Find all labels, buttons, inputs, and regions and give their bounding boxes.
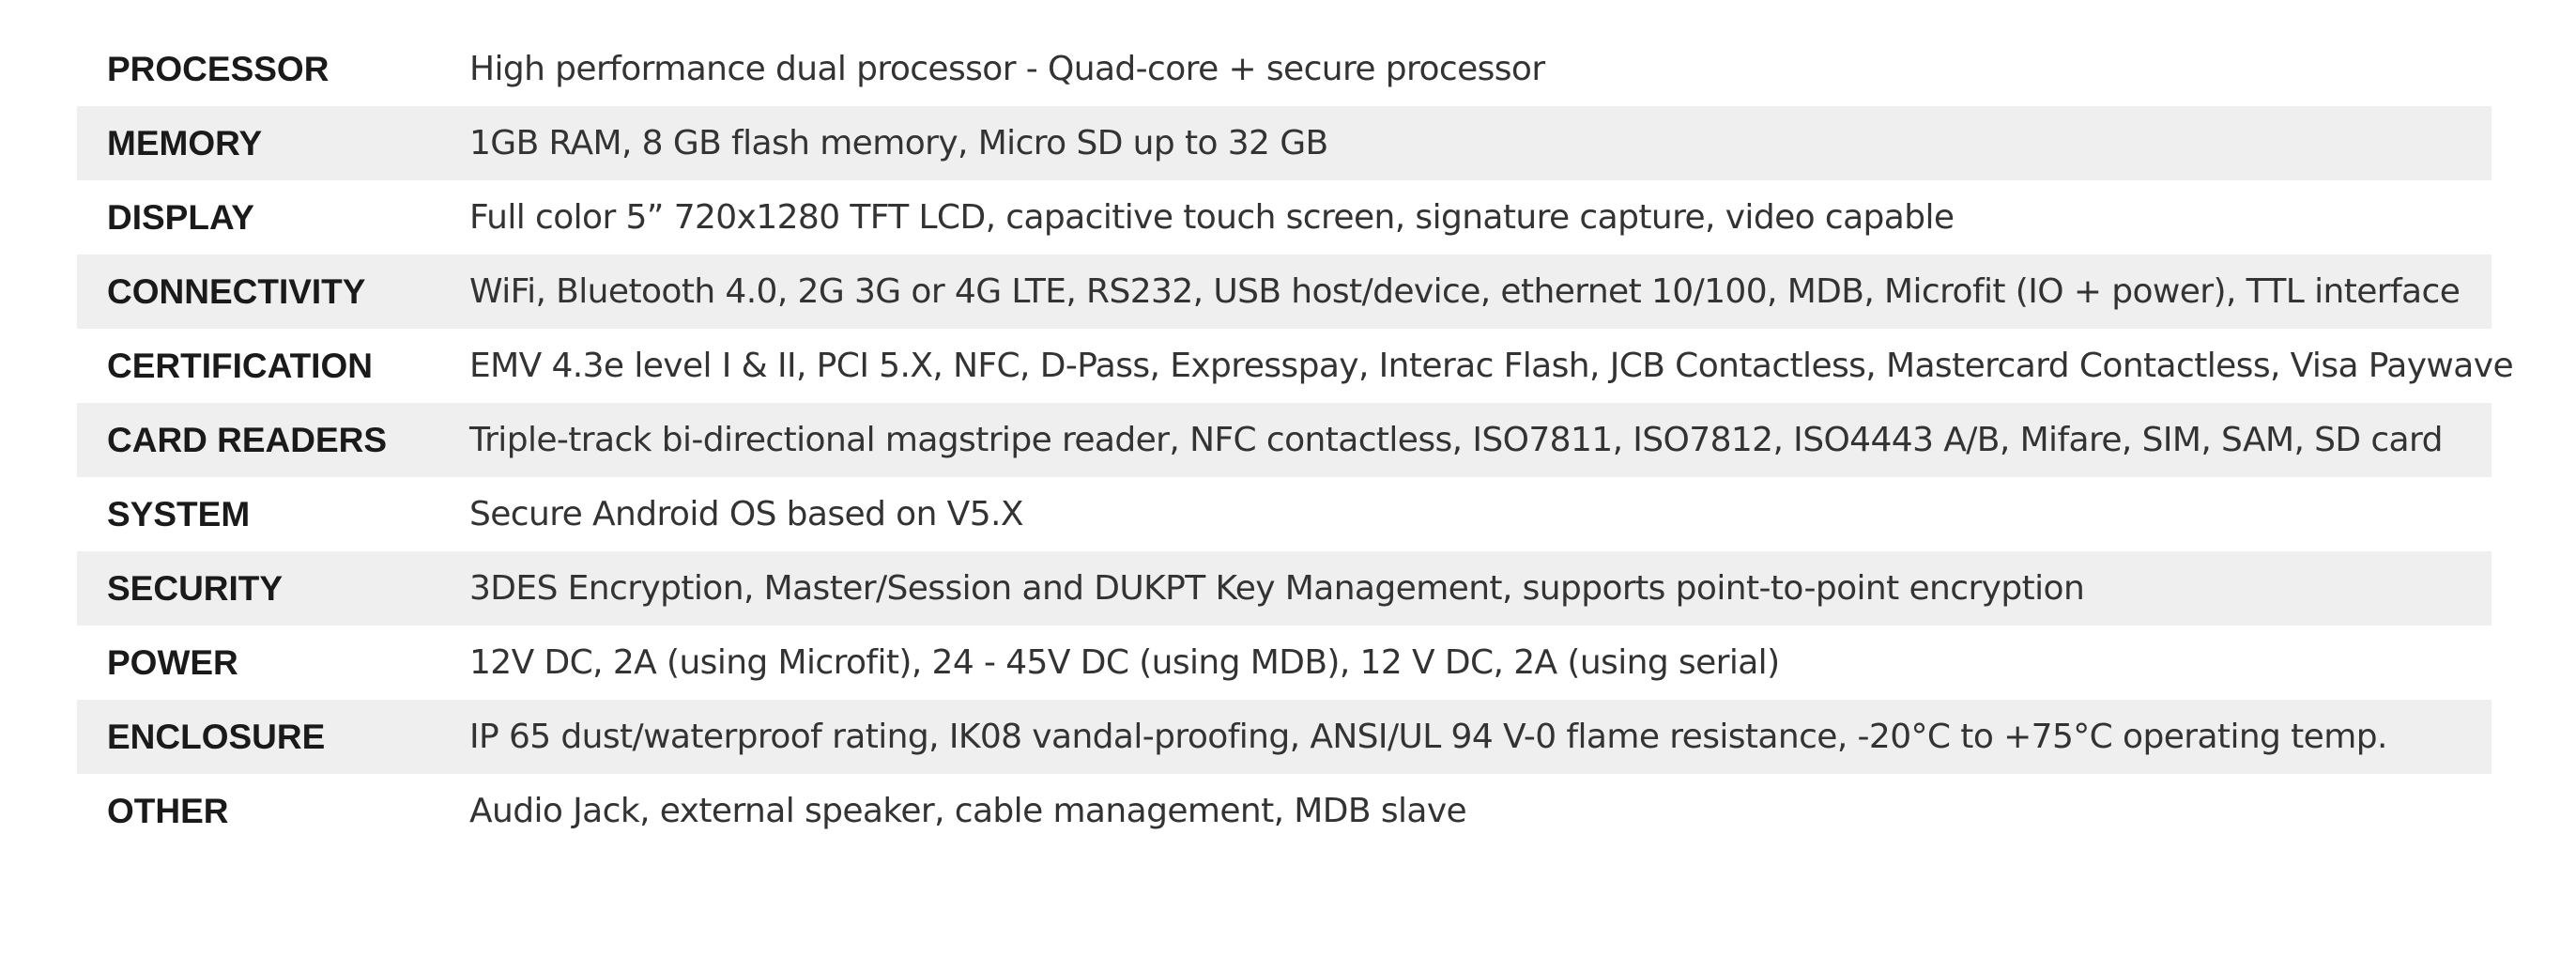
spec-row-other: OTHER Audio Jack, external speaker, cabl… <box>77 774 2492 848</box>
spec-value: High performance dual processor - Quad-c… <box>469 50 1545 88</box>
spec-row-power: POWER 12V DC, 2A (using Microfit), 24 - … <box>77 626 2492 700</box>
spec-row-display: DISPLAY Full color 5” 720x1280 TFT LCD, … <box>77 180 2492 255</box>
spec-value: Full color 5” 720x1280 TFT LCD, capaciti… <box>469 198 1955 237</box>
spec-label: SECURITY <box>107 568 284 608</box>
spec-label: CERTIFICATION <box>107 346 373 385</box>
spec-row-certification: CERTIFICATION EMV 4.3e level I & II, PCI… <box>77 329 2514 403</box>
spec-value: WiFi, Bluetooth 4.0, 2G 3G or 4G LTE, RS… <box>469 272 2461 311</box>
spec-value: IP 65 dust/waterproof rating, IK08 vanda… <box>469 718 2387 756</box>
spec-label: SYSTEM <box>107 494 251 533</box>
spec-row-processor: PROCESSOR High performance dual processo… <box>77 32 2492 106</box>
spec-value: 3DES Encryption, Master/Session and DUKP… <box>469 569 2085 608</box>
spec-value: 12V DC, 2A (using Microfit), 24 - 45V DC… <box>469 643 1780 682</box>
spec-label: CARD READERS <box>107 420 388 459</box>
spec-row-connectivity: CONNECTIVITY WiFi, Bluetooth 4.0, 2G 3G … <box>77 255 2492 329</box>
spec-row-system: SYSTEM Secure Android OS based on V5.X <box>77 477 2492 551</box>
spec-label: PROCESSOR <box>107 49 330 88</box>
spec-row-security: SECURITY 3DES Encryption, Master/Session… <box>77 551 2492 626</box>
specifications-table: PROCESSOR High performance dual processo… <box>77 32 2514 848</box>
spec-value: EMV 4.3e level I & II, PCI 5.X, NFC, D-P… <box>469 347 2514 385</box>
spec-label: POWER <box>107 642 238 682</box>
spec-label: DISPLAY <box>107 197 254 237</box>
spec-row-card-readers: CARD READERS Triple-track bi-directional… <box>77 403 2492 477</box>
spec-value: Audio Jack, external speaker, cable mana… <box>469 792 1467 830</box>
spec-label: OTHER <box>107 791 229 830</box>
spec-label: CONNECTIVITY <box>107 271 366 311</box>
spec-value: Triple-track bi-directional magstripe re… <box>469 421 2443 459</box>
spec-row-memory: MEMORY 1GB RAM, 8 GB flash memory, Micro… <box>77 106 2492 180</box>
spec-value: Secure Android OS based on V5.X <box>469 495 1024 533</box>
spec-row-enclosure: ENCLOSURE IP 65 dust/waterproof rating, … <box>77 700 2492 774</box>
spec-label: ENCLOSURE <box>107 717 326 756</box>
spec-label: MEMORY <box>107 123 263 162</box>
spec-value: 1GB RAM, 8 GB flash memory, Micro SD up … <box>469 124 1328 162</box>
